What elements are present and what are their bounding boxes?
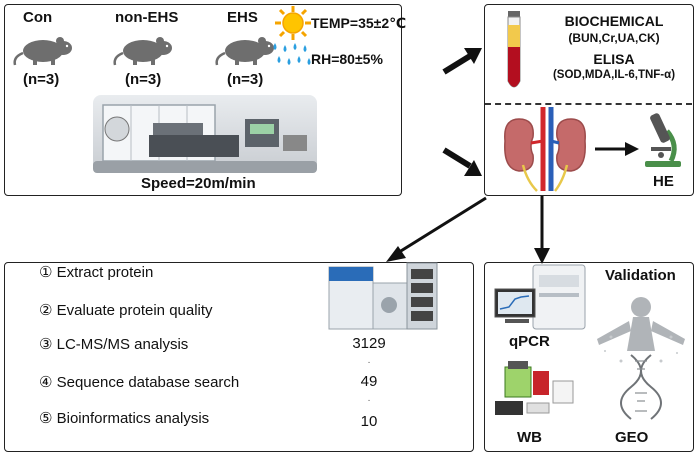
qpcr-machine-icon [494,264,586,330]
rain-drops-icon [273,43,311,65]
he-label: HE [653,173,674,190]
step-evaluate-quality: ② Evaluate protein quality [39,302,213,319]
group-label-con: Con [23,9,53,26]
step-lc-ms-analysis: ③ LC-MS/MS analysis [39,336,189,353]
step-bioinformatics: ⑤ Bioinformatics analysis [39,410,210,427]
elisa-items: (SOD,MDA,IL-6,TNF-α) [552,69,676,81]
geo-label: GEO [615,429,649,446]
group-n-ehs: (n=3) [227,71,264,88]
serum-kidney-panel: BIOCHEMICAL (BUN,Cr,UA,CK) ELISA (SOD,MD… [484,4,694,196]
arrow-to-serum [442,48,482,75]
elisa-title: ELISA [593,51,635,67]
separator-dot-2: · [367,395,371,406]
sun-icon [275,6,311,40]
separator-dot-1: · [367,357,371,368]
kidney-icon [504,107,586,192]
group-n-con: (n=3) [23,71,60,88]
protein-count-significant: 49 [360,373,378,390]
speed-label: Speed=20m/min [141,175,256,192]
validation-panel: qPCR Validation WB GEO [484,262,694,452]
arrow-to-proteomics [386,196,487,262]
animal-model-panel: Con non-EHS EHS (n=3) (n=3) (n=3) [4,4,406,196]
biochemical-title: BIOCHEMICAL [564,13,664,29]
mass-spectrometer-photo [328,262,438,330]
protein-count-total: 3129 [352,335,386,352]
group-n-non-ehs: (n=3) [125,71,162,88]
step-database-search: ④ Sequence database search [39,374,240,391]
microscope-icon [645,113,681,167]
validation-title: Validation [605,267,676,284]
qpcr-label: qPCR [509,333,550,350]
panel-divider [485,103,692,105]
temperature-label: TEMP=35±2℃ [311,15,407,31]
protein-count-hub: 10 [360,413,378,430]
arrow-to-kidney [442,147,482,176]
western-blot-icon [495,361,574,415]
wb-label: WB [517,429,542,446]
rat-icon-ehs [215,37,274,66]
proteomics-panel: ① Extract protein ② Evaluate protein qua… [4,262,474,452]
arrow-to-he [595,142,639,156]
geo-figure-icon [597,297,685,420]
humidity-label: RH=80±5% [311,51,383,67]
step-extract-protein: ① Extract protein [39,264,154,281]
arrow-to-validation [534,196,550,264]
treadmill-photo [93,95,317,173]
biochemical-items: (BUN,Cr,UA,CK) [568,31,660,45]
group-label-non-ehs: non-EHS [115,9,179,26]
rat-icon-non-ehs [113,37,172,66]
rat-icon-con [13,37,72,66]
group-label-ehs: EHS [227,9,258,26]
blood-tube-icon [507,11,521,88]
